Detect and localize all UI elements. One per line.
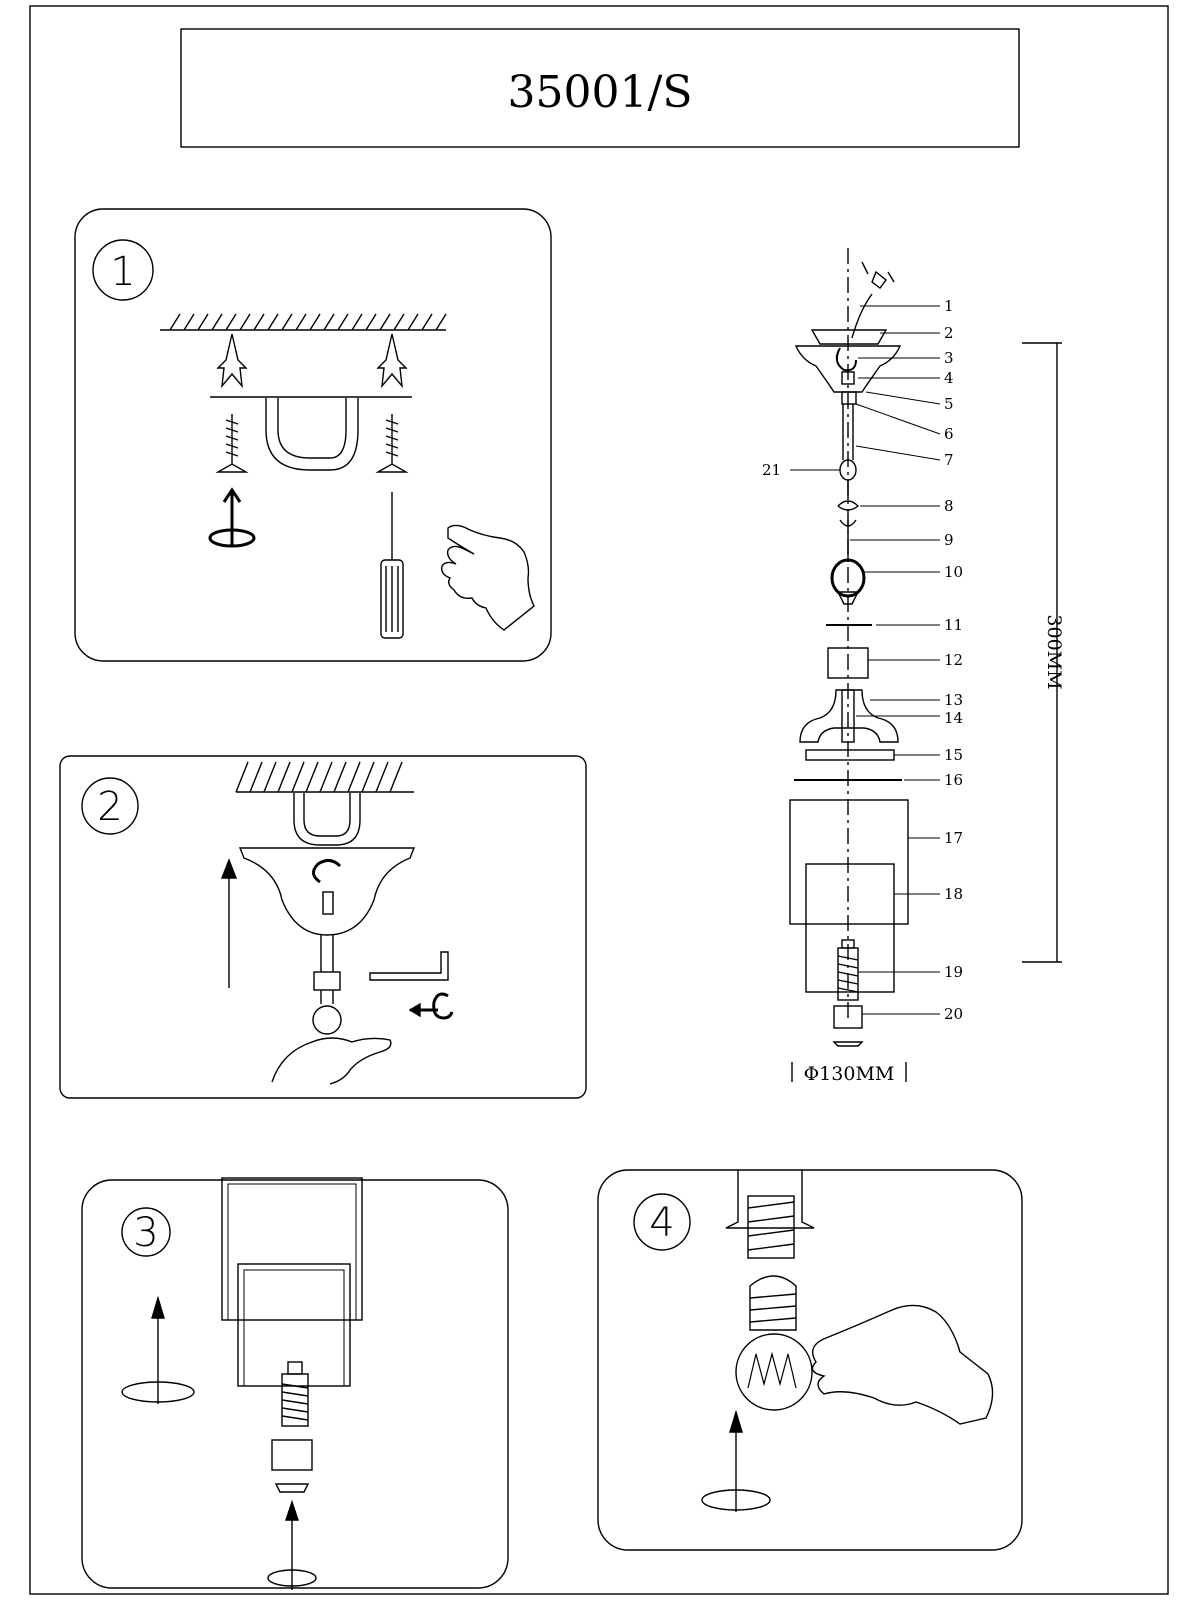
part-label: 9 xyxy=(944,531,954,549)
panel-frame xyxy=(74,208,552,662)
part-label: 15 xyxy=(944,746,963,764)
ceiling-hatch xyxy=(235,761,414,793)
part-label: 14 xyxy=(944,709,963,727)
part-20-ring xyxy=(833,1005,863,1029)
loop-ring xyxy=(312,1005,342,1035)
up-arrow-icon xyxy=(220,858,238,988)
step-2-panel: 2 xyxy=(59,755,587,1099)
step-number-circle xyxy=(92,239,154,301)
part-label: 11 xyxy=(944,616,963,634)
part-label: 18 xyxy=(944,885,963,903)
hand-icon xyxy=(440,524,535,631)
rotate-arrow-icon xyxy=(208,487,256,548)
part-label: 3 xyxy=(944,349,954,367)
tighten-arrow-icon xyxy=(408,992,454,1020)
socket-ring xyxy=(271,1439,313,1471)
part-label: 12 xyxy=(944,651,963,669)
wire-connector xyxy=(851,261,895,339)
part-7-rod xyxy=(842,404,854,460)
step-2-number: 2 xyxy=(97,784,122,830)
screwdriver-icon xyxy=(380,492,404,639)
hook-icon xyxy=(312,859,342,884)
part-label: 5 xyxy=(944,395,954,413)
outer-shade xyxy=(221,1177,363,1321)
light-bulb-icon xyxy=(735,1333,813,1411)
part-label: 7 xyxy=(944,451,954,469)
part-3-canopy xyxy=(794,345,902,393)
hand-icon xyxy=(811,1304,994,1425)
part-label: 21 xyxy=(762,461,781,479)
part-13-holder xyxy=(799,689,899,743)
step-number-circle xyxy=(633,1193,691,1251)
rotate-arrow-icon xyxy=(267,1499,317,1590)
part-12-block xyxy=(827,647,869,679)
hand-icon xyxy=(271,1037,392,1085)
panel-frame xyxy=(59,755,587,1099)
panel-frame xyxy=(81,1179,509,1589)
part-5-nut xyxy=(841,391,857,405)
rotate-arrow-icon xyxy=(701,1409,771,1512)
title-box xyxy=(180,28,1020,148)
height-dimension-label: 300MM xyxy=(1043,614,1065,689)
ceiling-hatch xyxy=(160,313,447,331)
step-1-number: 1 xyxy=(110,249,135,295)
diameter-dimension-label: Φ130MM xyxy=(804,1063,895,1085)
part-label: 19 xyxy=(944,963,963,981)
wall-anchor-icon xyxy=(376,333,408,389)
socket-holder xyxy=(725,1170,815,1229)
step-4-panel: 4 xyxy=(597,1169,1023,1551)
part-2-cup xyxy=(810,329,888,345)
step-4-number: 4 xyxy=(649,1200,674,1246)
step-1-panel: 1 xyxy=(74,208,552,662)
part-label: 20 xyxy=(944,1005,963,1023)
allen-key-icon xyxy=(369,951,449,981)
part-label: 2 xyxy=(944,324,954,342)
part-15-ring xyxy=(805,749,895,761)
screw-icon xyxy=(215,414,249,473)
inner-shade xyxy=(237,1263,351,1387)
part-18-inner-shade xyxy=(805,863,895,993)
part-label: 10 xyxy=(944,563,963,581)
diameter-dimension xyxy=(791,1062,907,1082)
panel-frame xyxy=(597,1169,1023,1551)
canopy xyxy=(238,847,416,936)
step-number-circle xyxy=(81,777,139,835)
step-number-circle xyxy=(121,1207,171,1257)
rotate-arrow-icon xyxy=(121,1295,195,1404)
part-10-ring xyxy=(830,558,866,598)
part-label: 6 xyxy=(944,425,954,443)
step-3-number: 3 xyxy=(133,1210,158,1256)
screw-icon xyxy=(375,414,409,473)
part-17-outer-shade xyxy=(789,799,909,925)
mounting-bracket xyxy=(293,793,361,846)
part-label: 4 xyxy=(944,369,954,387)
mounting-bracket xyxy=(265,398,359,471)
exploded-parts-diagram: 1 2 3 4 5 6 7 21 8 9 10 11 12 13 14 15 1… xyxy=(762,248,1065,1085)
page-border xyxy=(29,5,1169,1595)
part-20-cap xyxy=(832,1041,864,1047)
socket-cap xyxy=(274,1483,310,1493)
part-label: 1 xyxy=(944,297,954,315)
socket xyxy=(747,1195,795,1259)
model-number-title: 35001/S xyxy=(508,67,693,118)
lock-nut xyxy=(313,971,341,991)
bulb-base xyxy=(749,1275,797,1331)
part-label: 16 xyxy=(944,771,963,789)
step-3-panel: 3 xyxy=(81,1177,509,1590)
part-label: 17 xyxy=(944,829,963,847)
leader-lines xyxy=(790,305,941,1015)
part-14-tube xyxy=(841,689,855,743)
height-dimension xyxy=(1022,342,1062,963)
part-label: 8 xyxy=(944,497,954,515)
part-10-socket-top xyxy=(836,591,860,605)
threaded-rod xyxy=(320,935,334,972)
wall-anchor-icon xyxy=(216,333,248,389)
part-label: 13 xyxy=(944,691,963,709)
